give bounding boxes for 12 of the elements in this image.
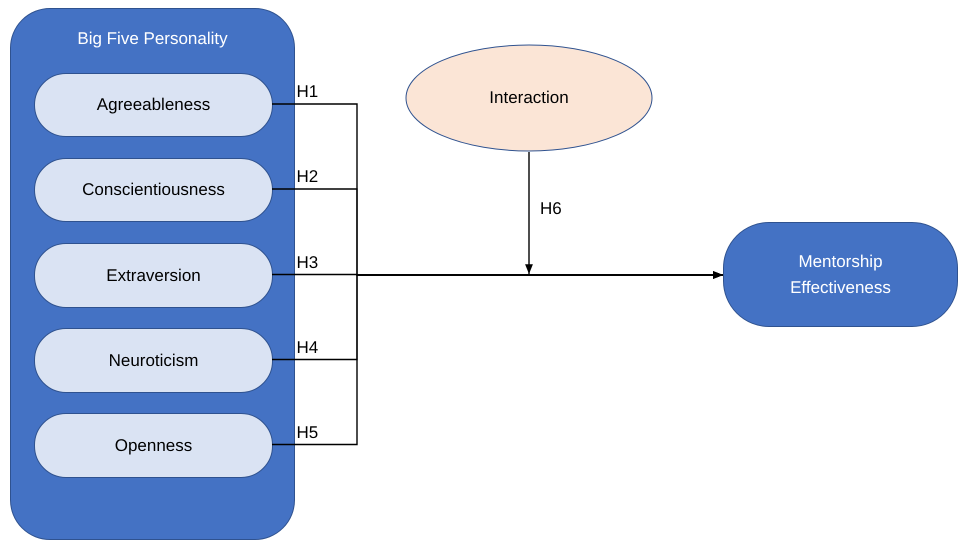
moderator-ellipse: [405, 44, 653, 152]
trait-label: Neuroticism: [108, 350, 198, 370]
group-title: Big Five Personality: [76, 29, 229, 49]
moderator-label: Interaction: [489, 88, 569, 108]
outcome-label: Mentorship Effectiveness: [789, 250, 892, 298]
trait-label: Extraversion: [106, 266, 201, 286]
trait-label: Agreeableness: [96, 95, 210, 115]
group-panel: [10, 8, 295, 540]
trait-label: Conscientiousness: [82, 180, 225, 200]
arrow: [272, 271, 723, 446]
trait-label: Openness: [114, 436, 192, 456]
arrow: [525, 152, 533, 274]
